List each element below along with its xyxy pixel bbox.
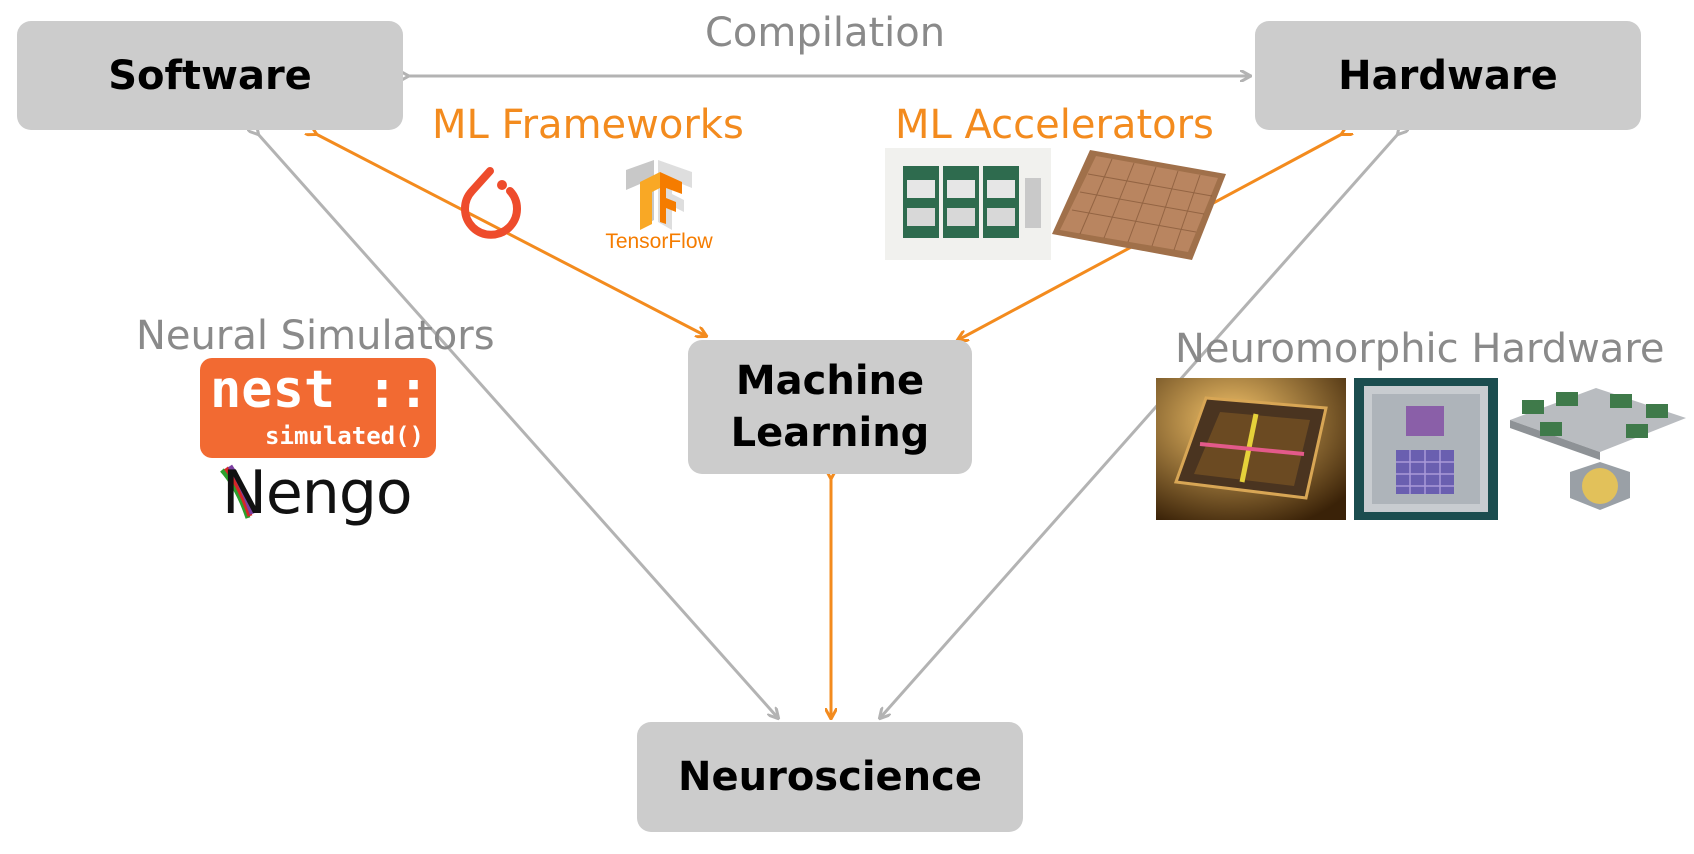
- wafer-chip-image: [1052, 150, 1226, 262]
- nest-logo-main: nest ::: [210, 360, 430, 420]
- ml-frameworks-label: ML Frameworks: [432, 102, 744, 148]
- nengo-logo: Nengo: [218, 458, 430, 534]
- neuroscience-box: Neuroscience: [637, 722, 1023, 832]
- pytorch-logo: [452, 163, 528, 247]
- software-label: Software: [108, 52, 312, 99]
- neuromorphic-chip-image-1: [1156, 378, 1346, 520]
- tensorflow-logo: TensorFlow: [596, 160, 722, 256]
- machine-learning-line2: Learning: [730, 410, 930, 456]
- neuroscience-label: Neuroscience: [678, 754, 982, 800]
- machine-learning-box: Machine Learning: [688, 340, 972, 474]
- software-box: Software: [17, 21, 403, 130]
- nengo-wordmark: Nengo: [222, 458, 413, 528]
- hardware-label: Hardware: [1338, 52, 1558, 99]
- nest-logo-sub: simulated(): [265, 422, 424, 450]
- tpu-board-image: [885, 148, 1051, 260]
- machine-learning-line1: Machine: [735, 358, 925, 404]
- ml-accelerators-label: ML Accelerators: [895, 102, 1214, 148]
- software-ml-arrow: [316, 134, 706, 336]
- compilation-label: Compilation: [705, 10, 946, 56]
- tensorflow-wordmark: TensorFlow: [605, 230, 713, 253]
- hardware-box: Hardware: [1255, 21, 1641, 130]
- nest-logo: nest :: simulated(): [200, 358, 436, 458]
- neuromorphic-hardware-label: Neuromorphic Hardware: [1175, 326, 1665, 372]
- neuromorphic-board-image: [1500, 380, 1690, 514]
- neural-simulators-label: Neural Simulators: [136, 313, 495, 359]
- neuromorphic-chip-image-2: [1354, 378, 1498, 520]
